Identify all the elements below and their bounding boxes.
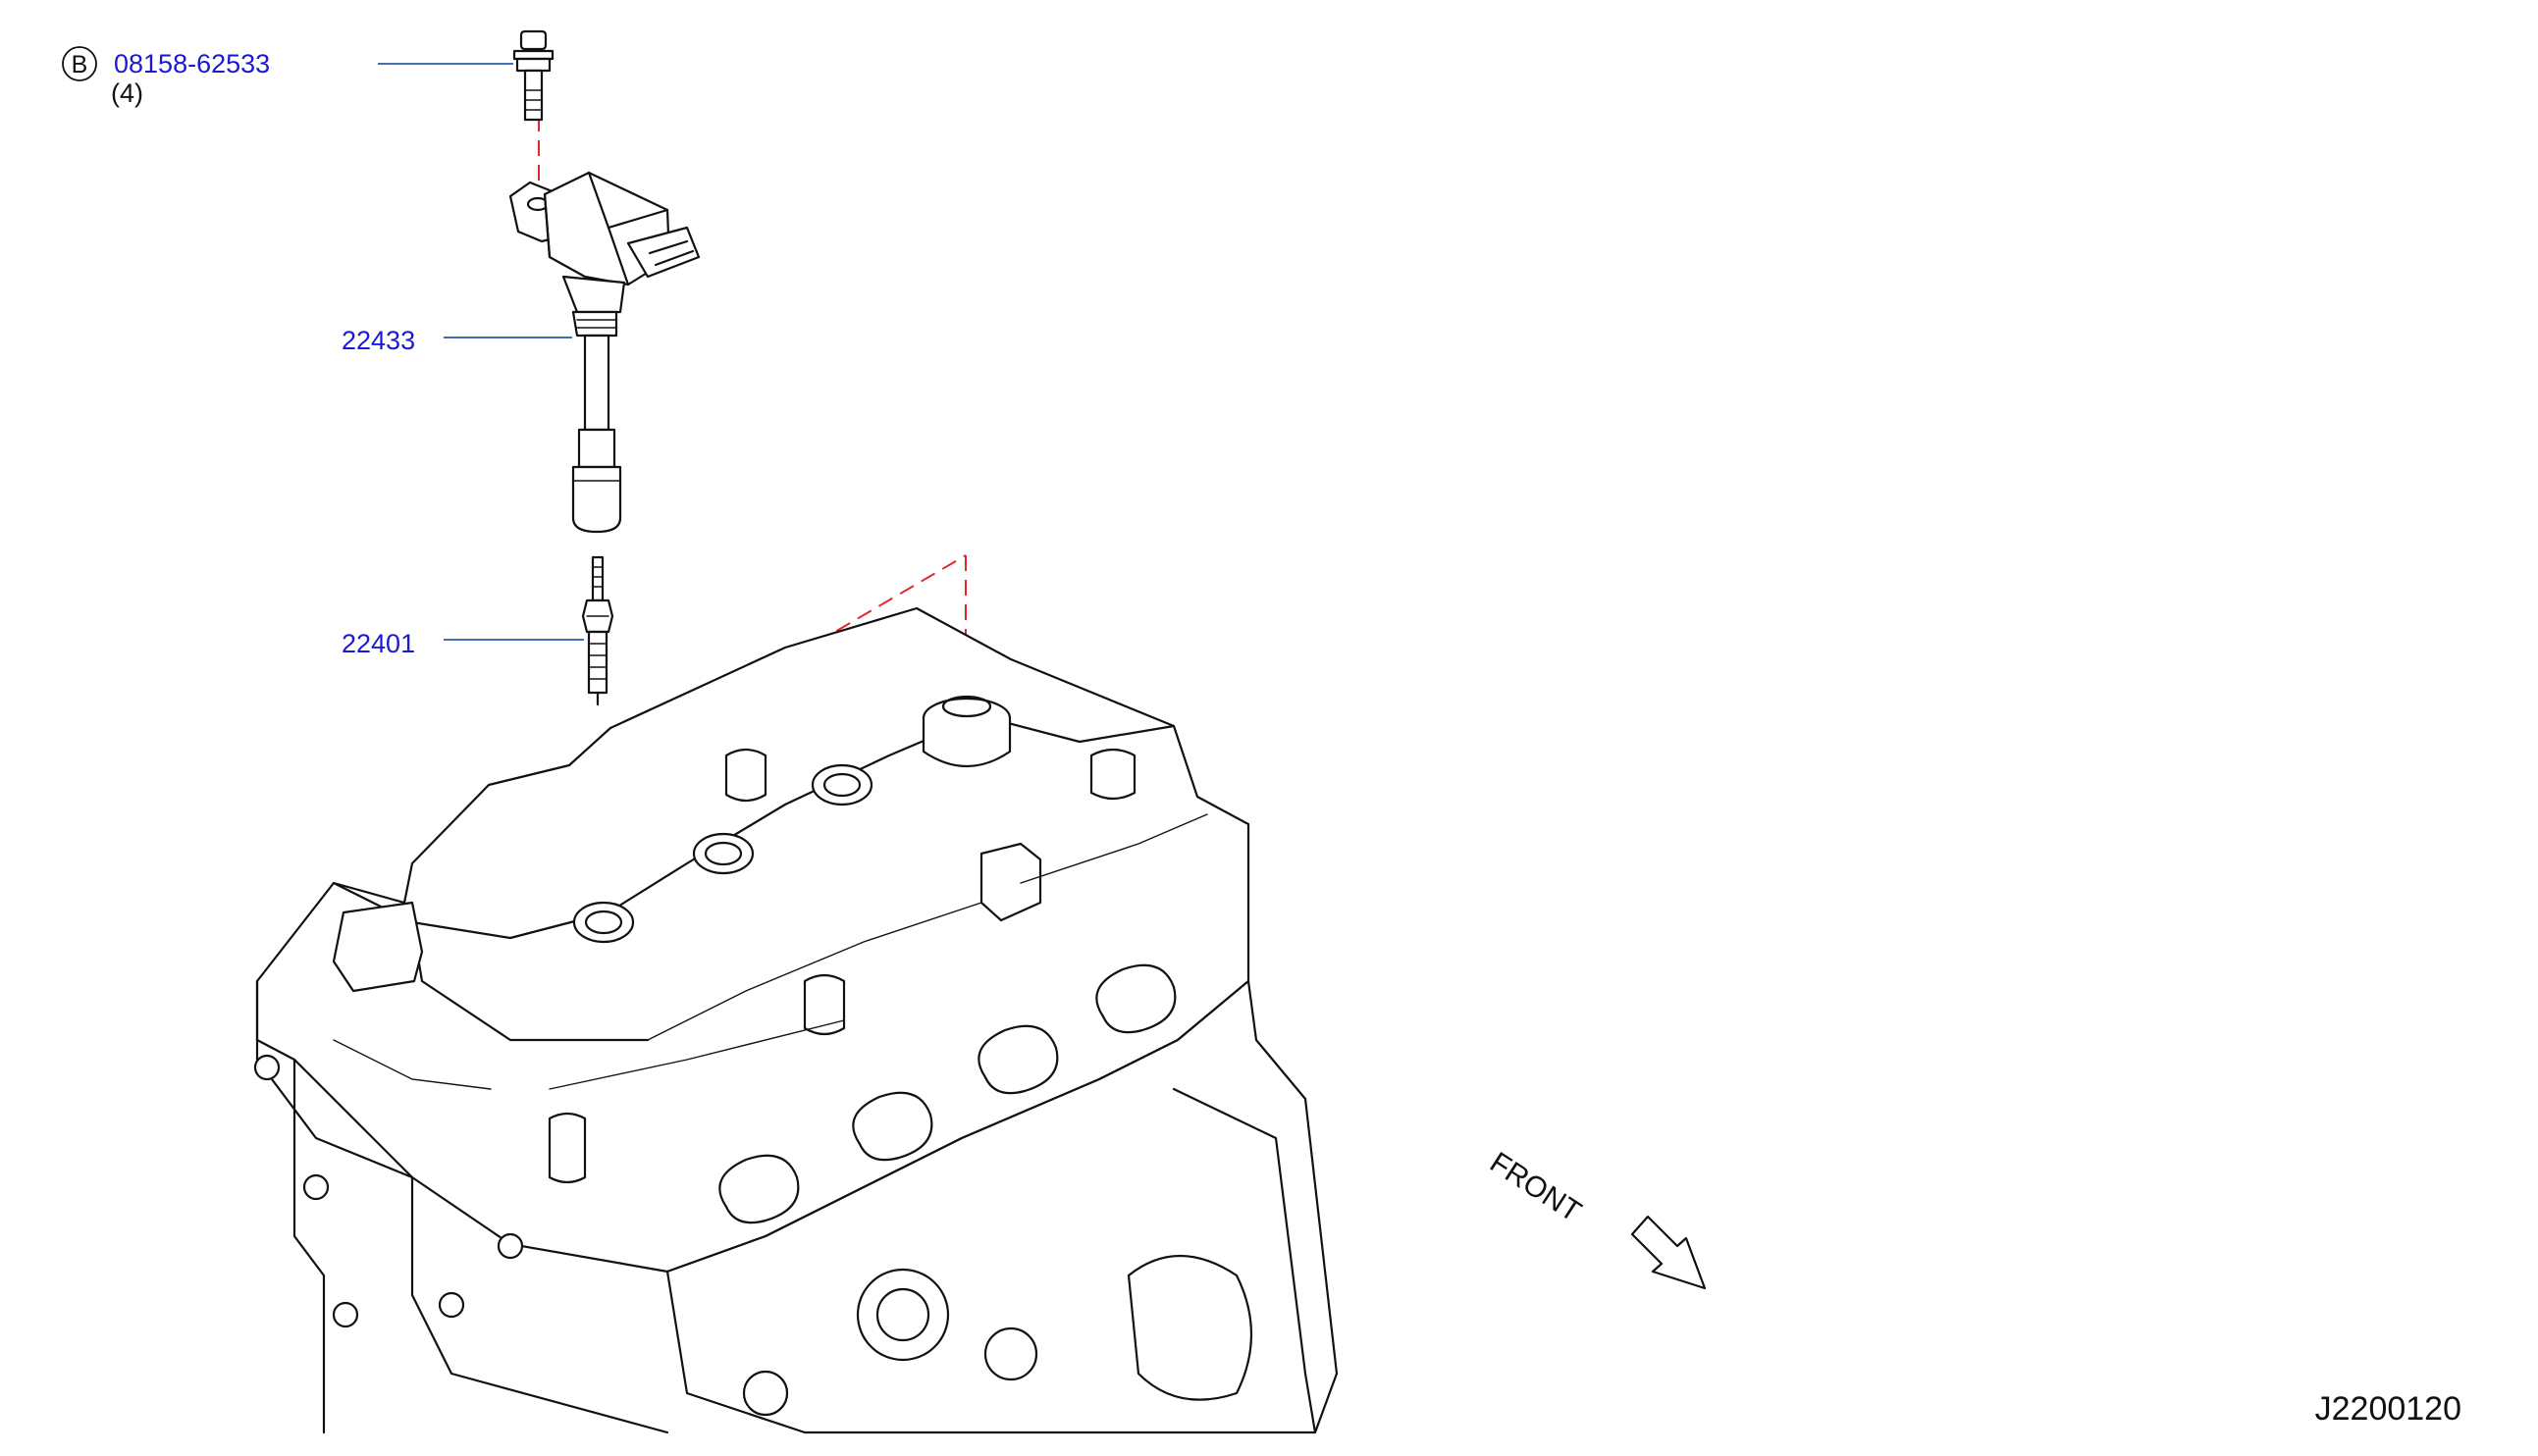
ignition-coil-callout[interactable]: 22433: [342, 326, 572, 355]
bolt-quantity: (4): [111, 78, 143, 108]
spark-plug-drawing: [581, 555, 614, 706]
ignition-coil-drawing: [508, 171, 701, 534]
bolt-circle-badge: [62, 46, 97, 81]
spark-plug-part-number-link[interactable]: 22401: [342, 629, 415, 658]
flange-bolt-drawing: [512, 29, 555, 122]
bolt-part-number-link[interactable]: 08158-62533: [114, 49, 270, 78]
engine-assembly-drawing: [253, 606, 1339, 1434]
ignition-coil-part-number-link[interactable]: 22433: [342, 326, 415, 355]
front-label: FRONT: [1484, 1146, 1587, 1228]
spark-plug-callout[interactable]: 22401: [342, 629, 584, 658]
figure-id: J2200120: [2315, 1390, 2461, 1428]
bolt-circle-letter: B: [72, 51, 88, 78]
front-arrow-icon: [1630, 1215, 1707, 1290]
front-direction-indicator: FRONT: [1484, 1146, 1707, 1290]
bolt-callout[interactable]: B 08158-62533 (4): [62, 46, 513, 108]
